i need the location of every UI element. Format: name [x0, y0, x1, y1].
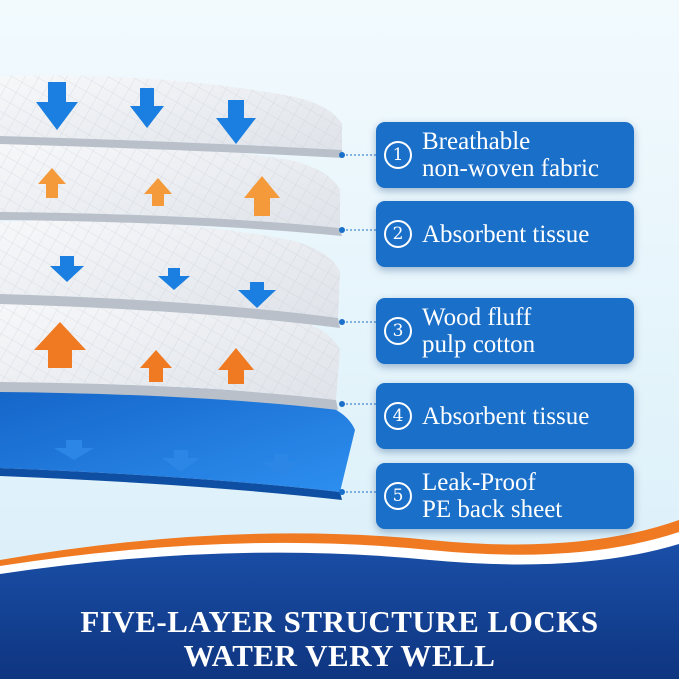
- layer-label-line: Breathable: [422, 128, 531, 155]
- layer-label-1: 1 Breathable non-woven fabric: [376, 122, 634, 188]
- layer-1-sheet: [0, 75, 343, 158]
- arrow-down-icon: [54, 440, 300, 476]
- layer-label-line: non-woven fabric: [422, 155, 600, 182]
- layer-number-badge: 2: [384, 220, 412, 248]
- layer-label-5: 5 Leak-Proof PE back sheet: [376, 463, 634, 529]
- arrow-up-icon: [38, 168, 280, 216]
- arrow-down-icon: [36, 82, 256, 144]
- arrow-down-icon: [50, 256, 276, 308]
- banner-line-1: FIVE-LAYER STRUCTURE LOCKS: [80, 604, 599, 639]
- layer-number-badge: 1: [384, 141, 412, 169]
- layer-number-badge: 3: [384, 317, 412, 345]
- layer-label-line: pulp cotton: [422, 331, 536, 358]
- leader-dots: [339, 152, 378, 495]
- layer-label-4: 4 Absorbent tissue: [376, 383, 634, 449]
- banner-line-2: WATER VERY WELL: [183, 638, 496, 673]
- bottom-banner: [0, 520, 679, 679]
- layer-label-3: 3 Wood fluff pulp cotton: [376, 298, 634, 364]
- layer-5-sheet: [0, 386, 355, 500]
- layer-label-line: Wood fluff: [422, 304, 532, 331]
- layer-4-sheet: [0, 298, 340, 410]
- layer-label-line: Absorbent tissue: [422, 402, 590, 430]
- layer-label-line: PE back sheet: [422, 496, 563, 523]
- layer-label-2: 2 Absorbent tissue: [376, 201, 634, 267]
- banner-headline: FIVE-LAYER STRUCTURE LOCKS WATER VERY WE…: [0, 605, 679, 673]
- layer-label-line: Leak-Proof: [422, 469, 536, 496]
- arrow-up-icon: [34, 322, 254, 384]
- layer-label-line: Absorbent tissue: [422, 220, 590, 248]
- layer-number-badge: 4: [384, 402, 412, 430]
- layer-number-badge: 5: [384, 482, 412, 510]
